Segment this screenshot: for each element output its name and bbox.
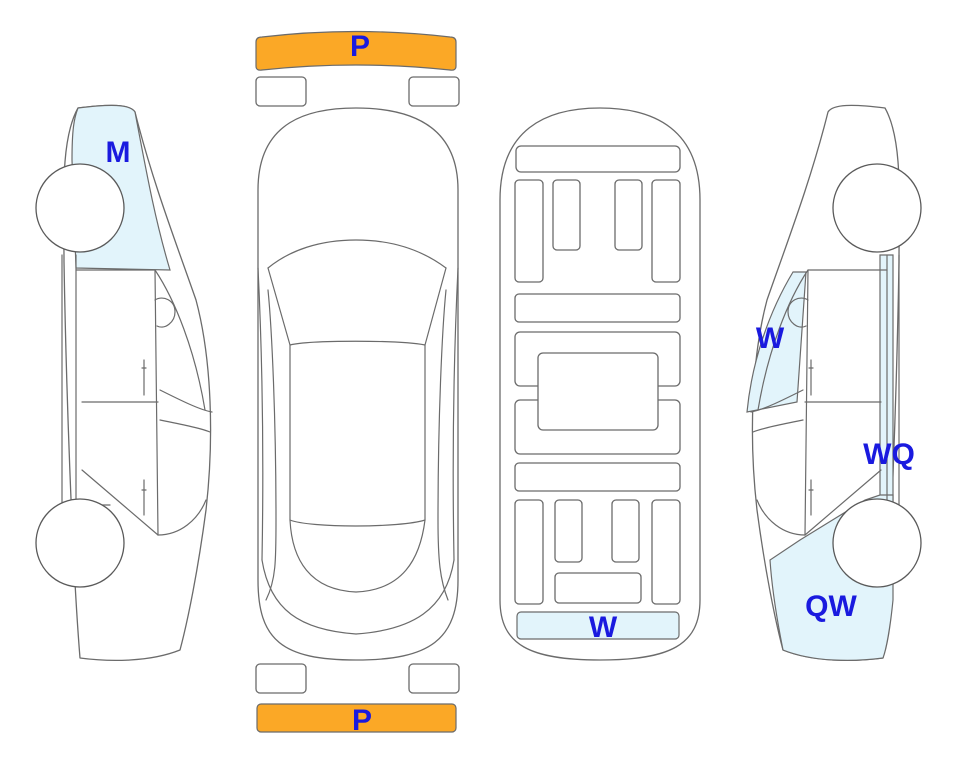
top-view: P P — [255, 30, 460, 737]
right-rear-door-panel — [746, 271, 807, 413]
right-rear-door-label: W — [756, 322, 785, 355]
right-front-quarter-label: QW — [805, 590, 857, 623]
rear-panel-label: W — [589, 611, 618, 644]
right-rear-wheel — [832, 163, 922, 253]
left-front-wheel — [35, 163, 125, 253]
right-front-wheel — [832, 498, 922, 588]
underside-view: W — [499, 107, 701, 661]
left-rear-wheel — [35, 498, 125, 588]
rear-left-wheel — [255, 663, 307, 694]
left-front-quarter-label: M — [106, 136, 131, 169]
rear-right-wheel — [408, 663, 460, 694]
rear-bumper — [256, 703, 457, 733]
right-side-view: W WQ QW — [746, 104, 922, 662]
front-bumper-label: P — [350, 30, 370, 63]
top-windshield — [267, 239, 447, 269]
rear-panel — [516, 611, 680, 640]
front-bumper — [255, 30, 457, 71]
front-right-wheel — [408, 76, 460, 107]
top-view-body — [257, 107, 459, 661]
front-left-wheel — [255, 76, 307, 107]
left-side-view: M — [35, 104, 213, 662]
rear-bumper-label: P — [352, 704, 372, 737]
right-sill-label: WQ — [863, 438, 915, 471]
